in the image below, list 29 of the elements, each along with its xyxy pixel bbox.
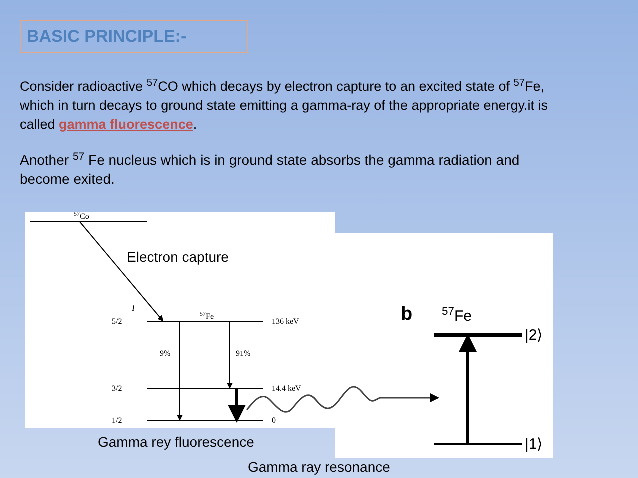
energy-level-line — [147, 420, 263, 421]
arrow — [80, 222, 164, 322]
level-label: $^{57}$Fe — [442, 306, 472, 327]
level-label: 14.4 keV — [272, 383, 302, 395]
energy-level-line — [147, 388, 263, 389]
energy-level-line — [30, 221, 147, 222]
axis-label: I — [132, 302, 135, 315]
arrow — [227, 322, 233, 389]
figure-caption: Gamma rey fluorescence — [98, 433, 254, 452]
diagram-label: Electron capture — [127, 248, 229, 267]
arrow — [228, 389, 246, 423]
level-label: $^{57}$Fe — [200, 311, 214, 323]
level-label: 136 keV — [272, 316, 300, 328]
level-label: |1⟩ — [525, 435, 544, 455]
energy-level-line — [147, 321, 263, 322]
energy-level-line — [434, 443, 522, 445]
level-label: 1/2 — [112, 415, 122, 427]
arrow — [459, 334, 477, 443]
figure-caption: Gamma ray resonance — [248, 458, 390, 477]
panel-letter: b — [401, 303, 413, 327]
level-label: $^{57}$Co — [74, 211, 90, 223]
arrow — [177, 322, 183, 421]
paragraph: Consider radioactive $^{57}$CO which decays by electron capture to an excited state of $^{57}$Fe, which in turn decays to ground state emitting a gamma-ray of the appropriate energy.it is called gamma fluorescence. — [20, 77, 550, 134]
level-label: |2⟩ — [525, 326, 544, 346]
title-box: BASIC PRINCIPLE:- — [20, 20, 248, 53]
level-label: 3/2 — [112, 383, 122, 395]
paragraph: Another $^{57}$ Fe nucleus which is in ground state absorbs the gamma radiation and become exited. — [20, 151, 521, 189]
level-label: 5/2 — [112, 316, 122, 328]
level-label: 0 — [272, 415, 276, 427]
